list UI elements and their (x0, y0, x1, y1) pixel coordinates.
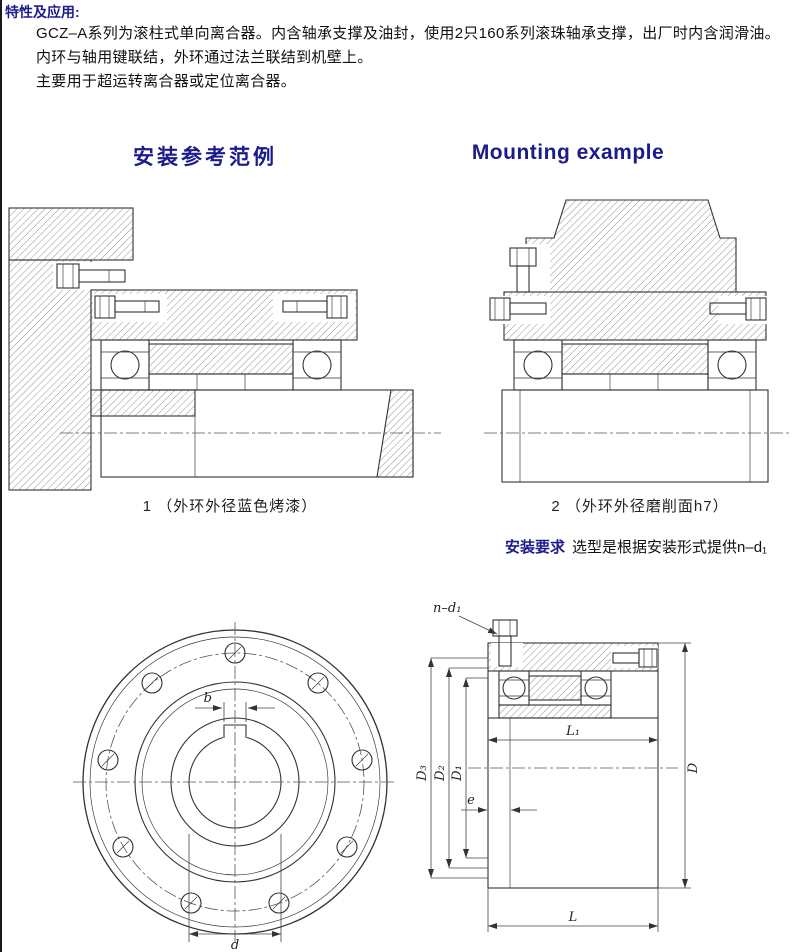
bolt-hole (336, 836, 358, 858)
bolt-hole (141, 672, 163, 694)
dimension-D3: D₃ (415, 657, 488, 879)
dim-label-n-d1: n–d₁ (433, 601, 461, 616)
mounting-requirement-label: 安装要求 (505, 539, 566, 556)
dimension-e: e (461, 793, 537, 813)
outer-ring-flange (90, 289, 358, 341)
outer-housing (501, 389, 769, 483)
page-left-border (0, 0, 2, 952)
intro-line-3: 主要用于超运转离合器或定位离合器。 (36, 73, 297, 90)
figure-front-view: b d (73, 622, 397, 952)
socket-bolt-icon (94, 295, 160, 319)
figure-side-view: n–d₁ (415, 601, 701, 932)
bolt-hole (351, 749, 373, 771)
socket-bolt-icon (56, 263, 126, 289)
bolt-hole (307, 672, 329, 694)
dimension-L1: L₁ (488, 724, 658, 743)
machine-wall (8, 207, 134, 491)
ball-bearing-left (513, 339, 563, 391)
ball-bearing-right (292, 339, 342, 391)
socket-bolt-icon (709, 297, 767, 321)
bolt-hole (268, 892, 290, 914)
bolt-hole (224, 642, 246, 664)
outer-ring-flange (488, 291, 780, 341)
dim-label-D1: D₁ (450, 765, 465, 782)
hub-section (90, 389, 196, 417)
figure-mounting-1 (8, 207, 441, 491)
dim-label-L: L (568, 910, 578, 925)
intro-line-1: GCZ–A系列为滚柱式单向离合器。内含轴承支撑及油封，使用2只160系列滚珠轴承… (36, 25, 780, 42)
dim-label-b: b (204, 691, 212, 706)
intro-line-2: 内环与轴用键联结，外环通过法兰联结到机壁上。 (36, 49, 373, 66)
ball-bearing-left (498, 670, 530, 706)
heading-mounting-en: Mounting example (471, 141, 665, 164)
mounting-requirement-text: 选型是根据安装形式提供n–d₁ (572, 539, 768, 556)
inner-ring-section (561, 343, 709, 391)
bolt-hole (97, 749, 119, 771)
figure-mounting-2 (484, 199, 790, 483)
dimension-D1: D₁ (450, 677, 488, 859)
socket-bolt-icon (489, 297, 547, 321)
dimension-b: b (195, 691, 275, 722)
dim-label-D3: D₃ (415, 765, 430, 782)
clutch-section (487, 619, 659, 719)
socket-bolt-icon (492, 619, 518, 667)
dimension-L: L (487, 888, 659, 932)
inner-ring-section (148, 343, 294, 391)
mounting-requirement-note: 安装要求选型是根据安装形式提供n–d₁ (505, 536, 767, 557)
dimension-D2: D₂ (433, 667, 488, 869)
dim-label-e: e (467, 793, 475, 808)
figure1-caption: 1 （外环外径蓝色烤漆） (142, 498, 318, 515)
dim-label-D: D (686, 762, 701, 774)
dim-label-L1: L₁ (565, 724, 580, 739)
bolt-hole (180, 892, 202, 914)
housing-body (487, 717, 659, 889)
heading-mounting-cn: 安装参考范例 (133, 146, 277, 169)
dimension-D: D (658, 642, 701, 889)
hub-block (506, 199, 737, 293)
socket-bolt-icon (612, 648, 658, 668)
dim-label-D2: D₂ (433, 765, 448, 782)
ball-bearing-right (580, 670, 612, 706)
dim-label-d: d (231, 938, 239, 952)
bolt-holes (97, 642, 373, 914)
intro-paragraph: GCZ–A系列为滚柱式单向离合器。内含轴承支撑及油封，使用2只160系列滚珠轴承… (36, 22, 780, 94)
ball-bearing-left (100, 339, 150, 391)
shaft (100, 389, 414, 478)
bolt-hole (112, 836, 134, 858)
ball-bearing-right (707, 339, 757, 391)
socket-bolt-icon (282, 295, 348, 319)
dimension-d: d (188, 834, 282, 952)
figure2-caption: 2 （外环外径磨削面h7） (551, 498, 729, 515)
dimension-n-d1: n–d₁ (433, 601, 498, 635)
section-title: 特性及应用: (5, 4, 80, 20)
